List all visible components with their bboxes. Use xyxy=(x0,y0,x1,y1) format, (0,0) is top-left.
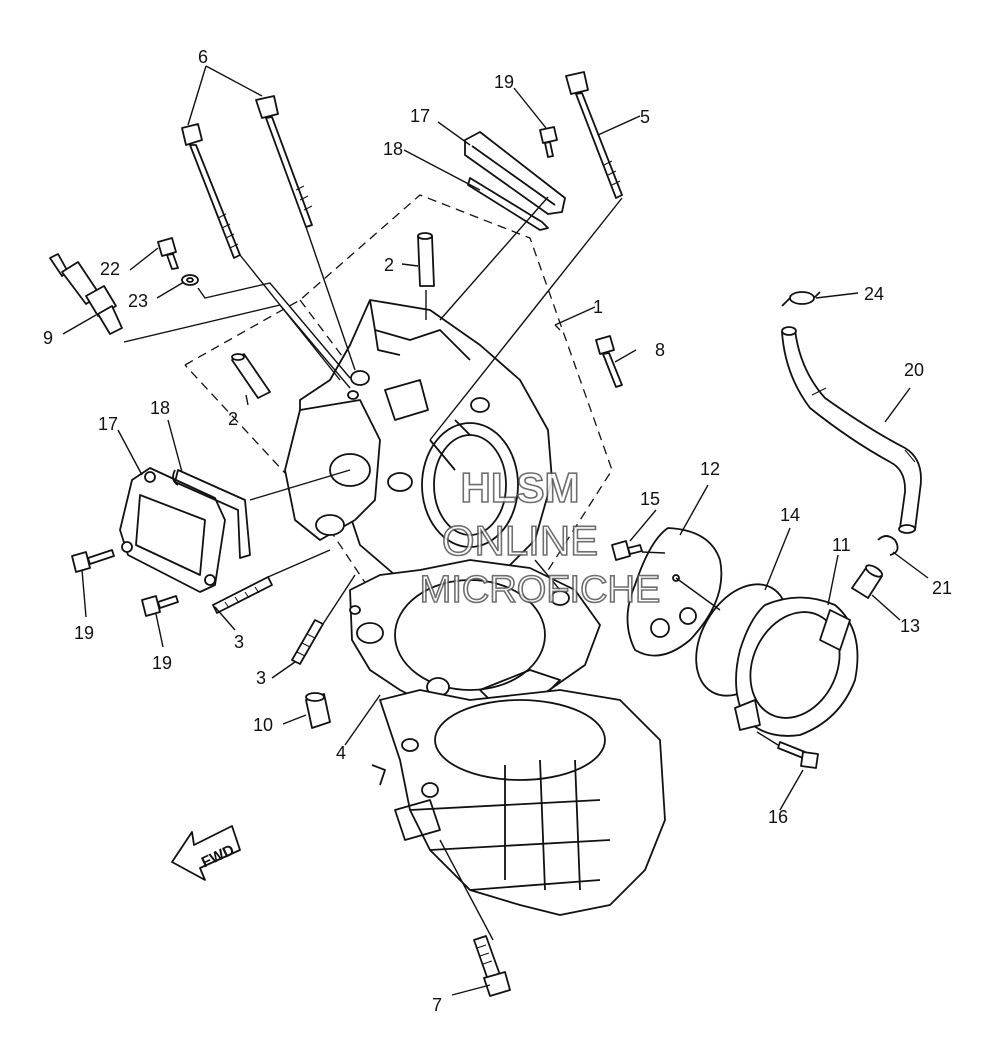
cover-plate-12 xyxy=(626,527,723,657)
callout-17-top: 17 xyxy=(410,106,430,126)
watermark: HLSM ONLINE MICROFICHE xyxy=(419,463,661,612)
callout-1: 1 xyxy=(593,297,603,317)
valve-cover-left xyxy=(119,467,226,593)
callout-12: 12 xyxy=(700,459,720,479)
callout-3-a: 3 xyxy=(234,632,244,652)
cylinder-head xyxy=(284,299,553,591)
callout-18-left: 18 xyxy=(150,398,170,418)
bolt-19-left-b xyxy=(141,595,179,617)
callout-19-top: 19 xyxy=(494,72,514,92)
stud-3-a xyxy=(212,576,273,614)
housing-11 xyxy=(734,596,859,737)
cylinder-block xyxy=(371,689,666,916)
callout-6: 6 xyxy=(198,47,208,67)
callouts: 6 19 5 17 18 2 22 23 1 9 8 2 17 18 12 15… xyxy=(43,47,952,1015)
callout-22: 22 xyxy=(100,259,120,279)
callout-8: 8 xyxy=(655,340,665,360)
clip-24 xyxy=(781,291,821,307)
fwd-arrow: FWD xyxy=(171,825,241,881)
valve-cover-gasket-left xyxy=(172,469,251,559)
stud-3-b xyxy=(291,619,324,665)
bolt-6-left xyxy=(181,123,241,259)
callout-19-left-b: 19 xyxy=(152,653,172,673)
dowel-pin-2-left xyxy=(231,353,271,399)
bolt-8 xyxy=(595,335,623,388)
head-gasket xyxy=(349,559,601,716)
callout-17-left: 17 xyxy=(98,414,118,434)
watermark-line-1: HLSM xyxy=(461,464,580,511)
callout-21: 21 xyxy=(932,578,952,598)
washer-23 xyxy=(181,274,199,286)
valve-cover-top xyxy=(464,131,566,215)
watermark-line-3: MICROFICHE xyxy=(420,569,661,611)
clip-21 xyxy=(877,535,899,556)
bolt-15 xyxy=(611,540,643,561)
callout-13: 13 xyxy=(900,616,920,636)
callout-4: 4 xyxy=(336,743,346,763)
callout-9: 9 xyxy=(43,328,53,348)
spark-plug xyxy=(49,253,123,335)
callout-11: 11 xyxy=(832,535,851,555)
callout-5: 5 xyxy=(640,107,650,127)
callout-2-top: 2 xyxy=(384,255,394,275)
callout-3-b: 3 xyxy=(256,668,266,688)
callout-16: 16 xyxy=(768,807,788,827)
bolt-22 xyxy=(157,237,179,270)
callout-10: 10 xyxy=(253,715,273,735)
hose-20 xyxy=(781,326,922,534)
callout-7: 7 xyxy=(432,995,442,1015)
dowel-pin-2-top xyxy=(417,232,435,287)
callout-19-left-a: 19 xyxy=(74,623,94,643)
bolt-7 xyxy=(473,935,511,997)
watermark-line-2: ONLINE xyxy=(442,517,598,564)
callout-15: 15 xyxy=(640,489,660,509)
fitting-13 xyxy=(851,564,883,599)
leader-lines xyxy=(62,65,929,996)
bolt-6-right xyxy=(255,95,313,228)
callout-23: 23 xyxy=(128,291,148,311)
callout-24: 24 xyxy=(864,284,884,304)
callout-2-left: 2 xyxy=(228,409,238,429)
bolt-16 xyxy=(777,741,819,769)
bolt-19-top xyxy=(539,126,558,158)
dowel-10 xyxy=(305,692,331,729)
callout-20: 20 xyxy=(904,360,924,380)
callout-14: 14 xyxy=(780,505,800,525)
bolt-19-left-a xyxy=(71,549,115,573)
callout-18-top: 18 xyxy=(383,139,403,159)
bolt-5 xyxy=(565,71,623,199)
